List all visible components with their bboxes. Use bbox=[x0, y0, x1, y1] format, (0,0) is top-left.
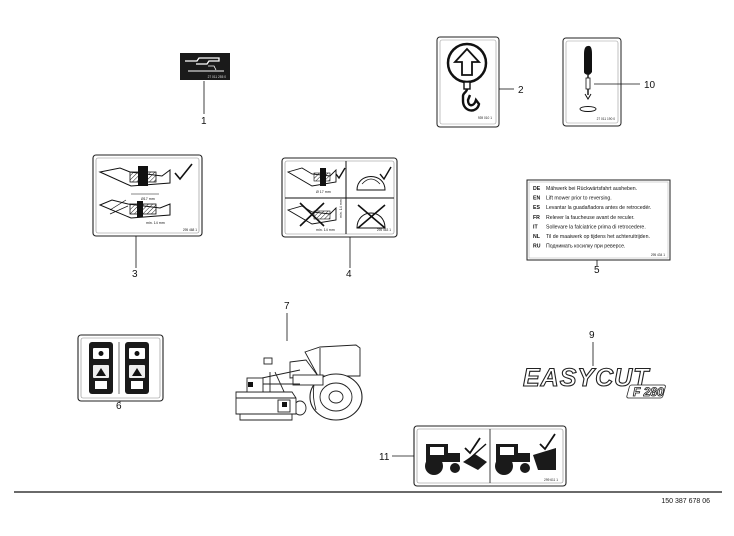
decal-2: 939 010 1 bbox=[436, 36, 500, 128]
decal3-code: 295 468 1 bbox=[183, 228, 197, 232]
callout-2: 2 bbox=[518, 85, 524, 96]
language-text: Mähwerk bei Rückwärtsfahrt ausheben. bbox=[546, 186, 637, 192]
decal4-code: 295 463 1 bbox=[377, 228, 391, 232]
easycut-logo-decal: EASYCUT F 280 bbox=[522, 363, 666, 399]
callout-1: 1 bbox=[201, 116, 207, 127]
decal1-code: 27 011 255 0 bbox=[208, 75, 227, 79]
decal3-dim-top: Ø17 mm bbox=[141, 197, 155, 201]
decal4-dim-top: Ø 17 mm bbox=[316, 190, 331, 194]
language-text: Til de maaiwerk op tijdens het achteruit… bbox=[546, 234, 650, 240]
callout-3: 3 bbox=[132, 269, 138, 280]
decal4-dim-side: min. 14 mm bbox=[339, 199, 343, 218]
drawing-number: 150 387 678 06 bbox=[661, 498, 710, 505]
callout-9: 9 bbox=[589, 330, 595, 341]
language-code: EN bbox=[533, 196, 540, 202]
language-code: NL bbox=[533, 234, 541, 240]
language-code: IT bbox=[533, 224, 538, 230]
callout-6: 6 bbox=[116, 401, 122, 412]
language-text: Relever la faucheuse avant de reculer. bbox=[546, 215, 635, 221]
decal-5: DE Mähwerk bei Rückwärtsfahrt ausheben. EN… bbox=[526, 179, 671, 261]
decal-1: 27 011 255 0 bbox=[180, 53, 230, 80]
callout-7: 7 bbox=[284, 301, 290, 312]
decal-4: Ø 17 mm min. 14 mm min. 14 mm 295 463 1 bbox=[281, 157, 398, 238]
callout-5: 5 bbox=[594, 265, 600, 276]
language-code: DE bbox=[533, 186, 541, 192]
language-code: ES bbox=[533, 205, 540, 211]
decal11-code: 299 611 1 bbox=[544, 478, 558, 482]
callout-11: 11 bbox=[379, 452, 390, 463]
decal2-code: 939 010 1 bbox=[478, 116, 492, 120]
language-rows: DE Mähwerk bei Rückwärtsfahrt ausheben. EN… bbox=[533, 186, 651, 250]
decal-3: Ø17 mm min. 14 mm 295 468 1 bbox=[92, 154, 203, 237]
decal-10: 27 011 190 0 bbox=[562, 37, 622, 127]
language-text: Поднимать косилку при реверсе. bbox=[546, 244, 625, 250]
logo-sub: F 280 bbox=[633, 385, 664, 399]
language-text: Lift mower prior to reversing. bbox=[546, 196, 612, 202]
decal10-code: 27 011 190 0 bbox=[597, 117, 616, 121]
callout-10: 10 bbox=[644, 80, 656, 91]
decal3-dim-bottom: min. 14 mm bbox=[146, 221, 165, 225]
decal-11: 299 611 1 bbox=[413, 425, 567, 487]
decal5-code: 295 434 1 bbox=[651, 253, 665, 257]
tractor-with-mower-illustration bbox=[235, 344, 363, 421]
language-code: FR bbox=[533, 215, 540, 221]
phone-icon-left bbox=[89, 342, 113, 394]
decal4-dim-bottom: min. 14 mm bbox=[316, 228, 335, 232]
language-text: Sollevare la falciatrice prima di retroc… bbox=[546, 224, 646, 230]
language-text: Levantar la guadañadora antes de retroce… bbox=[546, 205, 651, 211]
decal-6 bbox=[77, 334, 164, 402]
phone-icon-right bbox=[125, 342, 149, 394]
language-code: RU bbox=[533, 244, 541, 250]
callout-4: 4 bbox=[346, 269, 352, 280]
